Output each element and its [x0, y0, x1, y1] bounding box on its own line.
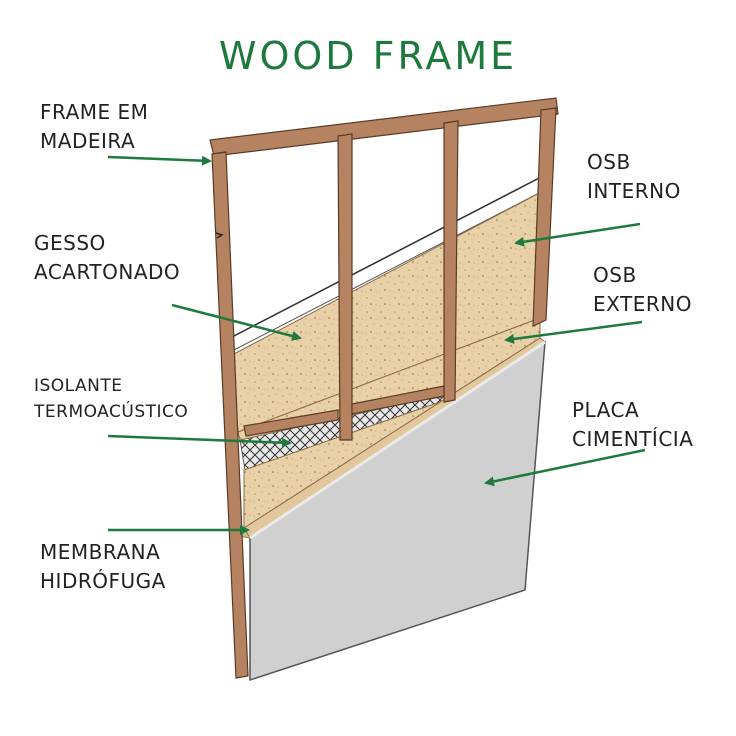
- arrows: [107, 155, 646, 535]
- arrow-isolante: [107, 434, 292, 448]
- arrow-osb-externo: [504, 320, 643, 344]
- arrow-osb-interno: [514, 222, 641, 247]
- label-placa-cimenticia: PLACA CIMENTÍCIA: [572, 398, 694, 451]
- label-isolante-termoacustico: ISOLANTE TERMOACÚSTICO: [34, 376, 189, 422]
- label-osb-interno: OSB INTERNO: [587, 150, 681, 203]
- arrow-gesso-acartonado: [171, 303, 302, 341]
- label-membrana-hidrofuga: MEMBRANA HIDRÓFUGA: [40, 540, 166, 593]
- wood-frame: [209, 97, 559, 679]
- arrow-frame-em-madeira: [107, 155, 212, 166]
- label-frame-em-madeira: FRAME EM MADEIRA: [40, 100, 149, 153]
- label-gesso-acartonado: GESSO ACARTONADO: [34, 231, 181, 284]
- arrow-placa-cimenticia: [484, 448, 646, 487]
- cement-board-layer: [249, 340, 546, 682]
- label-osb-externo: OSB EXTERNO: [593, 263, 692, 316]
- diagram-title: WOOD FRAME: [218, 34, 518, 78]
